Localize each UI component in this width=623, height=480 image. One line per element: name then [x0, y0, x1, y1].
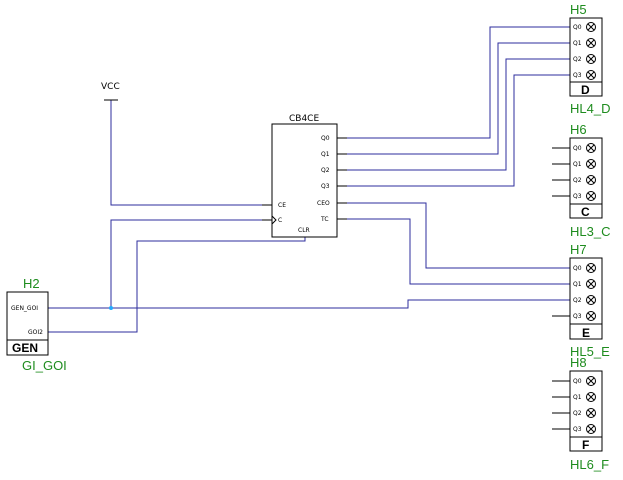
counter-pin-ceo: CEO — [317, 200, 330, 207]
generator-type-label: GEN — [12, 341, 38, 355]
counter-pin-q1: Q1 — [321, 151, 330, 158]
clock-edge-marker — [271, 215, 277, 225]
indicator-ref: H5 — [570, 2, 587, 17]
indicator-letter: E — [582, 326, 590, 340]
indicator-pin-q0: Q0 — [573, 265, 582, 272]
counter-pin-clr: CLR — [298, 227, 310, 234]
indicator-ref: H8 — [570, 355, 587, 370]
counter-pin-q2: Q2 — [321, 167, 330, 174]
wire-junction — [109, 306, 113, 310]
indicator-letter: D — [581, 83, 590, 97]
vcc-label: VCC — [101, 82, 120, 92]
indicator-pin-q1: Q1 — [573, 161, 582, 168]
counter-pin-c: C — [278, 217, 282, 224]
indicator-instance: HL4_D — [570, 101, 610, 116]
wire-ceo-h7 — [337, 202, 570, 269]
counter-pin-tc: TC — [320, 216, 329, 223]
indicator-instance: HL5_E — [570, 344, 610, 359]
indicator-pin-q3: Q3 — [573, 72, 582, 79]
wire-vcc-ce — [110, 100, 262, 206]
indicator-ref: H7 — [570, 242, 587, 257]
indicator-pin-q2: Q2 — [573, 297, 582, 304]
counter-cb4ce[interactable]: CB4CE CE C CLR Q0 Q1 Q2 Q3 CEO TC — [262, 114, 347, 238]
generator-pin-gen-goi: GEN_GOI — [11, 305, 38, 312]
counter-pin-q3: Q3 — [321, 183, 330, 190]
wire-q3-h5 — [337, 74, 570, 187]
indicator-h8[interactable]: H8 Q0 Q1 Q2 Q3 F HL6_F — [552, 355, 609, 472]
indicator-body — [569, 17, 603, 97]
wire-clr — [48, 237, 306, 333]
indicator-instance: HL6_F — [570, 457, 609, 472]
wire-q0-h5 — [337, 26, 570, 139]
counter-pin-q0: Q0 — [321, 135, 330, 142]
indicator-body — [569, 257, 603, 340]
counter-body — [271, 123, 338, 238]
indicator-letter: C — [581, 205, 590, 219]
indicator-pin-q2: Q2 — [573, 56, 582, 63]
indicator-letter: F — [582, 438, 589, 452]
indicator-pin-q1: Q1 — [573, 40, 582, 47]
indicator-pin-q0: Q0 — [573, 24, 582, 31]
vcc-symbol: VCC — [101, 82, 120, 101]
generator-instance: GI_GOI — [22, 358, 67, 373]
generator-h2[interactable]: H2 GEN_GOI GOI2 GEN GI_GOI — [6, 276, 67, 373]
indicator-pin-q2: Q2 — [573, 410, 582, 417]
wire-tc-h7 — [337, 218, 570, 285]
indicator-pin-q2: Q2 — [573, 177, 582, 184]
wire-clock — [48, 219, 262, 309]
generator-body — [6, 291, 49, 356]
indicator-h6[interactable]: H6 Q0 Q1 Q2 Q3 C HL3_C — [552, 122, 610, 239]
indicator-h7[interactable]: H7 Q0 Q1 Q2 Q3 E HL5_E — [552, 242, 610, 359]
indicator-body — [569, 370, 603, 452]
indicator-pin-q0: Q0 — [573, 145, 582, 152]
indicator-pin-q3: Q3 — [573, 313, 582, 320]
indicator-pin-q0: Q0 — [573, 378, 582, 385]
wire-q2-h5 — [337, 58, 570, 171]
indicator-ref: H6 — [570, 122, 587, 137]
wire-q1-h5 — [337, 42, 570, 155]
indicator-h5[interactable]: H5 Q0 Q1 Q2 Q3 D HL4_D — [569, 2, 610, 116]
counter-pin-ce: CE — [278, 202, 286, 209]
indicator-pin-q1: Q1 — [573, 281, 582, 288]
wires — [48, 26, 570, 333]
indicator-body — [569, 137, 603, 219]
counter-name: CB4CE — [289, 114, 319, 124]
indicator-pin-q3: Q3 — [573, 426, 582, 433]
generator-ref: H2 — [23, 276, 40, 291]
generator-pin-goi2: GOI2 — [28, 329, 43, 336]
indicator-pin-q1: Q1 — [573, 394, 582, 401]
indicator-pin-q3: Q3 — [573, 193, 582, 200]
wire-clock-h7 — [111, 299, 570, 309]
indicator-instance: HL3_C — [570, 224, 610, 239]
